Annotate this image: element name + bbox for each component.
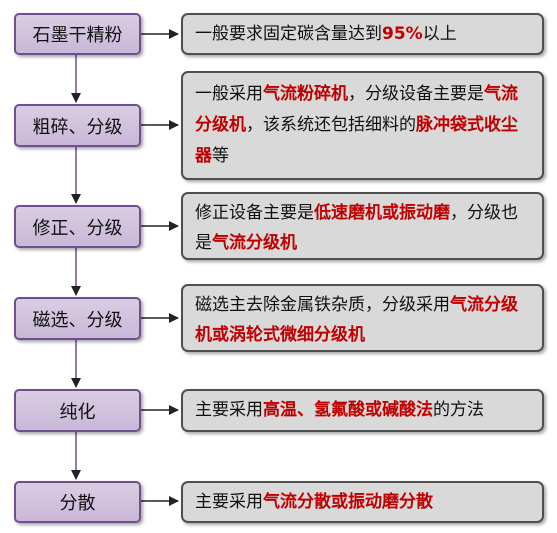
description-text: 修正设备主要是低速磨机或振动磨，分级也是气流分级机	[195, 203, 518, 253]
stage-label: 粗碎、分级	[32, 116, 123, 138]
stage-label: 纯化	[59, 401, 96, 423]
description-text: 主要采用气流分散或振动磨分散	[195, 491, 433, 512]
stage-box-3: 修正、分级	[14, 205, 141, 248]
description-box-4: 磁选主去除金属铁杂质，分级采用气流分级机或涡轮式微细分级机	[181, 284, 544, 352]
stage-box-4: 磁选、分级	[14, 297, 141, 340]
description-box-5: 主要采用高温、氢氟酸或碱酸法的方法	[181, 389, 544, 432]
description-text: 一般采用气流粉碎机，分级设备主要是气流分级机，该系统还包括细料的脉冲袋式收尘器等	[195, 84, 518, 166]
stage-box-6: 分散	[14, 481, 141, 523]
description-box-3: 修正设备主要是低速磨机或振动磨，分级也是气流分级机	[181, 192, 544, 260]
description-text: 主要采用高温、氢氟酸或碱酸法的方法	[195, 400, 484, 420]
description-box-6: 主要采用气流分散或振动磨分散	[181, 481, 544, 523]
stage-box-1: 石墨干精粉	[14, 13, 141, 55]
description-text: 一般要求固定碳含量达到95%以上	[195, 23, 457, 44]
stage-label: 磁选、分级	[32, 309, 123, 331]
stage-label: 修正、分级	[32, 217, 123, 239]
description-box-1: 一般要求固定碳含量达到95%以上	[181, 13, 544, 55]
description-box-2: 一般采用气流粉碎机，分级设备主要是气流分级机，该系统还包括细料的脉冲袋式收尘器等	[181, 71, 544, 180]
description-text: 磁选主去除金属铁杂质，分级采用气流分级机或涡轮式微细分级机	[195, 295, 518, 345]
stage-box-5: 纯化	[14, 389, 141, 432]
stage-label: 石墨干精粉	[32, 25, 123, 46]
stage-label: 分散	[59, 493, 96, 514]
stage-box-2: 粗碎、分级	[14, 104, 141, 147]
